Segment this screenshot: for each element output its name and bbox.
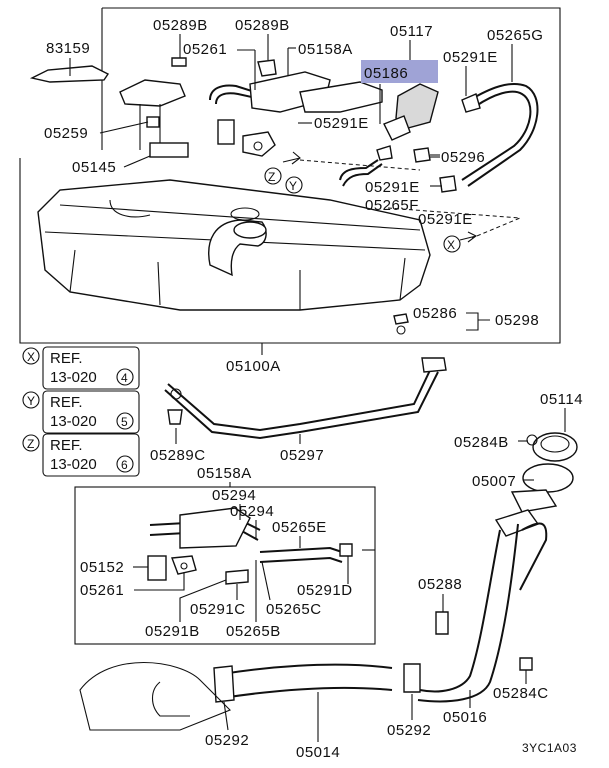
svg-text:X: X xyxy=(27,350,36,364)
hose-05014 xyxy=(79,662,421,731)
tank-band-05297 xyxy=(164,357,447,440)
svg-text:Y: Y xyxy=(289,179,298,193)
marker-y-upper: Y xyxy=(285,176,303,194)
svg-text:X: X xyxy=(447,238,456,252)
label-05291D[interactable]: 05291D xyxy=(297,582,353,599)
svg-text:Y: Y xyxy=(27,394,36,408)
label-05284C[interactable]: 05284C xyxy=(493,685,549,702)
label-05289B-left[interactable]: 05289B xyxy=(153,17,208,34)
label-05014[interactable]: 05014 xyxy=(296,744,340,761)
label-05291E-mid[interactable]: 05291E xyxy=(314,115,369,132)
label-83159[interactable]: 83159 xyxy=(46,40,90,57)
label-05265G[interactable]: 05265G xyxy=(487,27,543,44)
label-05265B[interactable]: 05265B xyxy=(226,623,281,640)
label-05016[interactable]: 05016 xyxy=(443,709,487,726)
svg-text:5: 5 xyxy=(121,415,128,429)
label-05289B-right[interactable]: 05289B xyxy=(235,17,290,34)
label-05292-left[interactable]: 05292 xyxy=(205,732,249,749)
hose-05265G xyxy=(467,82,539,187)
label-05296[interactable]: 05296 xyxy=(441,149,485,166)
label-05117[interactable]: 05117 xyxy=(390,23,433,40)
label-05291E-bottom[interactable]: 05291E xyxy=(418,211,473,228)
svg-text:6: 6 xyxy=(121,458,128,472)
label-05261-top[interactable]: 05261 xyxy=(183,41,227,58)
upper-frame xyxy=(19,7,561,344)
label-05158A-lower[interactable]: 05158A xyxy=(197,465,252,482)
label-05145[interactable]: 05145 xyxy=(72,159,116,176)
label-05288[interactable]: 05288 xyxy=(418,576,462,593)
label-05291E-lower[interactable]: 05291E xyxy=(365,179,420,196)
label-05294-right[interactable]: 05294 xyxy=(230,503,274,520)
label-05284B[interactable]: 05284B xyxy=(454,434,509,451)
label-05289C[interactable]: 05289C xyxy=(150,447,206,464)
svg-text:Z: Z xyxy=(268,170,276,184)
svg-text:REF.: REF. xyxy=(50,350,83,367)
ref-z[interactable]: Z REF. 13-020 6 xyxy=(22,433,140,477)
svg-text:Z: Z xyxy=(27,437,35,451)
label-05007[interactable]: 05007 xyxy=(472,473,516,490)
marker-z-upper: Z xyxy=(264,167,282,185)
svg-text:REF.: REF. xyxy=(50,437,83,454)
label-05294-left[interactable]: 05294 xyxy=(212,487,256,504)
label-05297[interactable]: 05297 xyxy=(280,447,324,464)
inset-hose-assembly xyxy=(147,507,375,585)
ref-x[interactable]: X REF. 13-020 4 xyxy=(22,346,140,390)
label-05261-lower[interactable]: 05261 xyxy=(80,582,124,599)
label-05291B[interactable]: 05291B xyxy=(145,623,200,640)
svg-text:13-020: 13-020 xyxy=(50,456,97,473)
lower-inset-frame xyxy=(74,486,376,645)
filler-neck-assembly xyxy=(417,432,578,703)
label-05186[interactable]: 05186 xyxy=(364,65,408,82)
label-05291E-top-right[interactable]: 05291E xyxy=(443,49,498,66)
ref-y[interactable]: Y REF. 13-020 5 xyxy=(22,390,140,434)
label-05265E[interactable]: 05265E xyxy=(272,519,327,536)
fuel-tank-drawing xyxy=(37,179,431,311)
marker-x-upper: X xyxy=(443,235,461,253)
highlight-05186 xyxy=(361,60,438,83)
label-05158A-top[interactable]: 05158A xyxy=(298,41,353,58)
fuel-pump-assembly xyxy=(29,65,189,158)
label-05286[interactable]: 05286 xyxy=(413,305,457,322)
svg-text:REF.: REF. xyxy=(50,394,83,411)
label-05259[interactable]: 05259 xyxy=(44,125,88,142)
svg-text:13-020: 13-020 xyxy=(50,369,97,386)
label-05100A[interactable]: 05100A xyxy=(226,358,281,375)
label-05152[interactable]: 05152 xyxy=(80,559,124,576)
label-05265F[interactable]: 05265F xyxy=(365,197,419,214)
label-05265C[interactable]: 05265C xyxy=(266,601,322,618)
label-05114[interactable]: 05114 xyxy=(540,391,583,408)
svg-text:13-020: 13-020 xyxy=(50,413,97,430)
svg-text:4: 4 xyxy=(121,371,128,385)
label-05291C[interactable]: 05291C xyxy=(190,601,246,618)
label-05298[interactable]: 05298 xyxy=(495,312,539,329)
canister-05186 xyxy=(339,83,457,193)
diagram-code: 3YC1A03 xyxy=(522,741,577,755)
label-05292-right[interactable]: 05292 xyxy=(387,722,431,739)
top-hoses xyxy=(171,57,383,157)
